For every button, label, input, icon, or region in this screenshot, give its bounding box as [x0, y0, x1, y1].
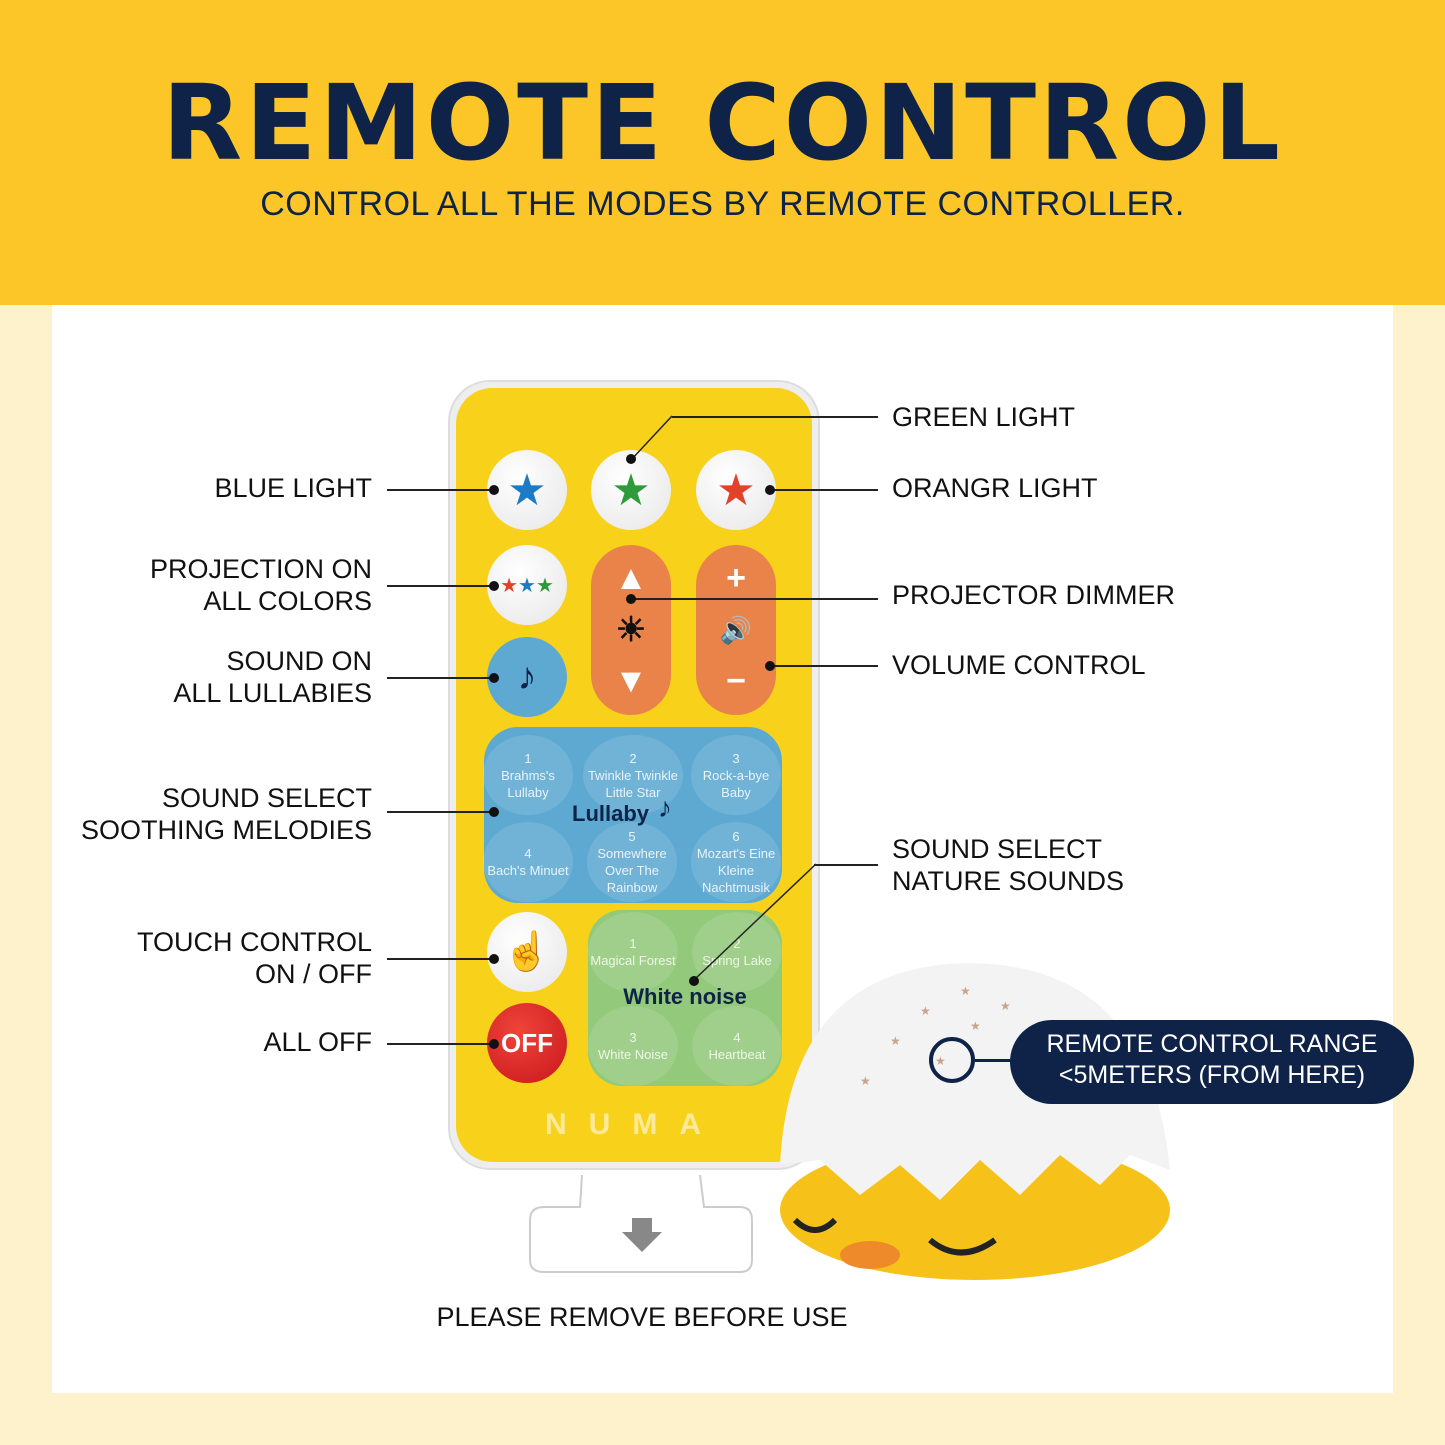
page-title: REMOTE CONTROL — [162, 62, 1283, 184]
lullaby-number: 3 — [732, 750, 740, 766]
sound-all-lullabies-button[interactable]: ♪ — [487, 637, 567, 717]
all-off-button[interactable]: OFF — [487, 1003, 567, 1083]
hand-pointer-icon: ☝ — [503, 931, 551, 973]
nature-number: 3 — [629, 1030, 637, 1045]
sun-icon: ☀ — [615, 611, 647, 649]
label-all-off: ALL OFF — [263, 1027, 372, 1057]
pull-tab — [529, 1174, 753, 1273]
label-green-light: GREEN LIGHT — [892, 402, 1076, 432]
lullaby-number: 4 — [524, 846, 532, 861]
lullaby-name: Brahms's Lullaby — [501, 767, 555, 800]
svg-text:★: ★ — [970, 1019, 981, 1033]
header-banner — [0, 0, 1445, 305]
label-blue-light: BLUE LIGHT — [214, 473, 372, 503]
svg-text:★: ★ — [960, 984, 971, 998]
lullaby-number: 5 — [628, 829, 636, 844]
white-noise-panel — [588, 910, 782, 1086]
speaker-icon: 🔊 — [719, 614, 753, 645]
nature-name: Magical Forest — [590, 953, 676, 968]
sensor-indicator-circle — [929, 1037, 975, 1083]
svg-text:★: ★ — [920, 1004, 931, 1018]
badge-line-1: REMOTE CONTROL RANGE — [1046, 1030, 1378, 1058]
nature-name: Heartbeat — [708, 1047, 766, 1062]
label-orange-light: ORANGR LIGHT — [892, 473, 1098, 503]
lullaby-panel — [484, 727, 782, 903]
nature-name: White Noise — [597, 1047, 669, 1062]
svg-text:★: ★ — [1000, 999, 1011, 1013]
lullaby-title: Lullaby — [572, 801, 650, 826]
nature-name: Spring Lake — [702, 953, 772, 968]
page-subtitle: CONTROL ALL THE MODES BY REMOTE CONTROLL… — [260, 185, 1185, 223]
lullaby-name: Somewhere Over The Rainbow — [597, 846, 667, 895]
volume-control[interactable]: + 🔊 − — [696, 545, 776, 715]
badge-line-2: <5METERS (FROM HERE) — [1058, 1061, 1366, 1089]
music-note-icon: ♪ — [658, 792, 672, 823]
lullaby-number: 6 — [732, 829, 740, 844]
range-badge: REMOTE CONTROL RANGE <5METERS (FROM HERE) — [1010, 1020, 1414, 1104]
label-dimmer: PROJECTOR DIMMER — [892, 580, 1176, 610]
nature-number: 1 — [629, 936, 637, 951]
night-light-device: ★★★★★★★★★ — [780, 963, 1170, 1280]
lullaby-name: Twinkle Twinkle Little Star — [587, 767, 679, 800]
lullaby-number: 1 — [524, 750, 532, 766]
svg-text:★: ★ — [860, 1074, 871, 1088]
lullaby-name: Bach's Minuet — [487, 863, 569, 878]
touch-control-button[interactable]: ☝ — [487, 912, 567, 992]
blue-light-button[interactable]: ★ — [487, 450, 567, 530]
arrow-up-icon[interactable]: ▲ — [614, 559, 648, 597]
lullaby-name: Rock-a-bye Baby — [702, 767, 770, 800]
projector-dimmer-control[interactable]: ▲ ☀ ▼ — [591, 545, 671, 715]
plus-icon[interactable]: + — [726, 559, 746, 597]
orange-light-button[interactable]: ★ — [696, 450, 776, 530]
nature-number: 2 — [733, 936, 741, 951]
brand-logo: NUMA — [545, 1108, 723, 1141]
nature-number: 4 — [733, 1030, 741, 1045]
projection-all-colors-button[interactable]: ★★★ — [487, 545, 567, 625]
white-noise-title: White noise — [623, 984, 747, 1009]
minus-icon[interactable]: − — [726, 662, 746, 700]
svg-text:★: ★ — [890, 1034, 901, 1048]
lullaby-number: 2 — [629, 750, 637, 766]
remove-label: PLEASE REMOVE BEFORE USE — [436, 1302, 848, 1332]
arrow-down-icon[interactable]: ▼ — [614, 662, 648, 700]
label-volume: VOLUME CONTROL — [892, 650, 1146, 680]
arrow-down-icon — [622, 1218, 662, 1252]
lullaby-name: Mozart's Eine Kleine Nachtmusik — [696, 846, 776, 895]
